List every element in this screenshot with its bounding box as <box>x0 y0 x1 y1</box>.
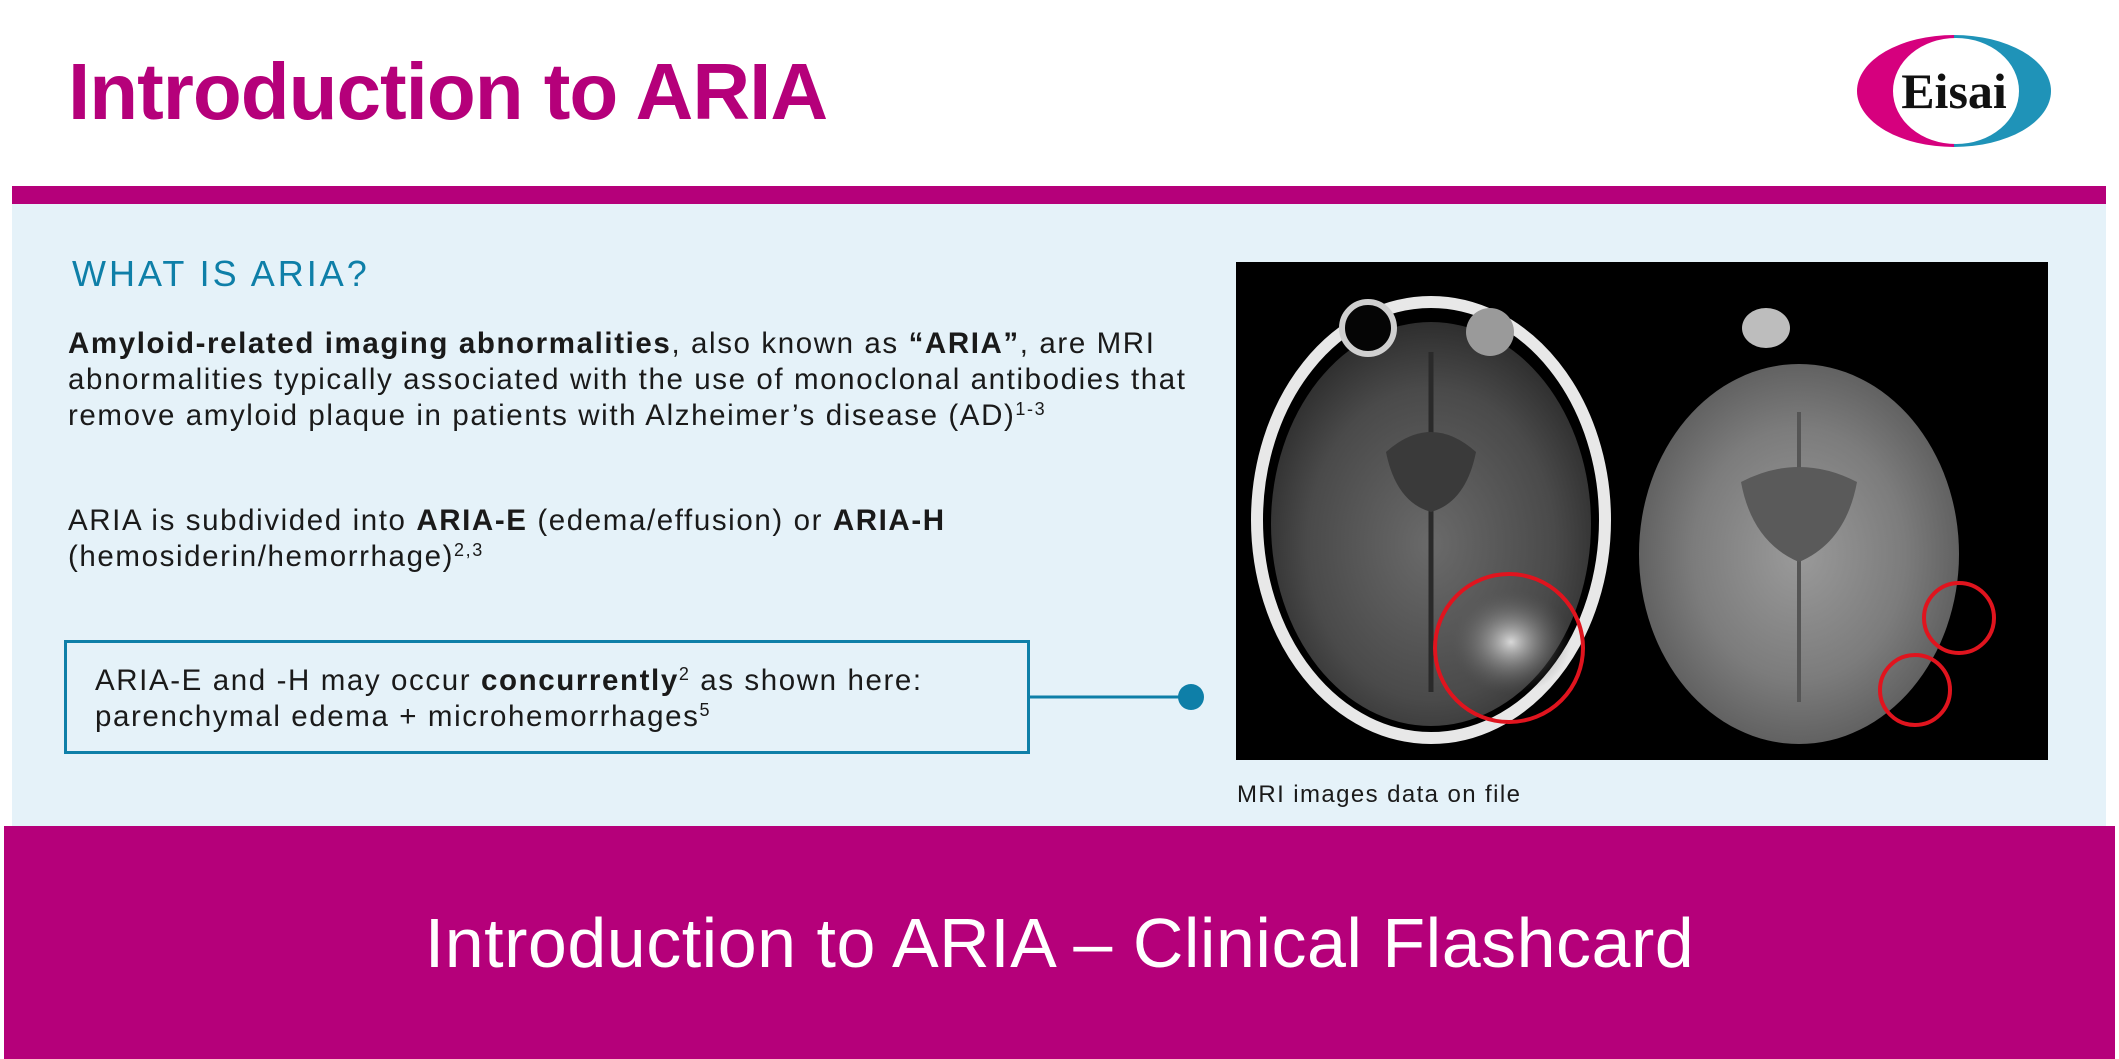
para2-text-c: (hemosiderin/hemorrhage) <box>68 540 455 573</box>
concurrently-term: concurrently <box>480 664 679 697</box>
aria-h-term: ARIA-H <box>832 504 946 537</box>
logo-wordmark: Eisai <box>1901 63 2007 119</box>
edema-highlight-circle <box>1433 572 1585 724</box>
definition-paragraph: Amyloid-related imaging abnormalities, a… <box>68 326 1198 434</box>
subtype-paragraph: ARIA is subdivided into ARIA-E (edema/ef… <box>68 503 1198 575</box>
para1-reference: 1-3 <box>1015 399 1047 419</box>
para1-text-a: , also known as <box>671 327 909 360</box>
connector-dot <box>1178 684 1204 710</box>
footer-title: Introduction to ARIA – Clinical Flashcar… <box>424 903 1695 982</box>
para2-text-a: ARIA is subdivided into <box>68 504 417 537</box>
eisai-logo-graphic <box>1857 35 2051 147</box>
para1-text-b: , are MRI abnormalities typically associ… <box>68 327 1187 432</box>
aria-alias: “ARIA” <box>908 327 1020 360</box>
right-axial-scan <box>1639 308 1996 744</box>
concurrent-callout-box: ARIA-E and -H may occur concurrently2 as… <box>64 640 1030 754</box>
mri-scans <box>1251 296 1996 744</box>
microhemorrhage-highlight-circle-upper <box>1922 581 1996 655</box>
slide-title: Introduction to ARIA <box>68 47 828 136</box>
callout-text: ARIA-E and -H may occur concurrently2 as… <box>95 663 1027 735</box>
callout-reference-1: 2 <box>678 664 691 684</box>
left-axial-scan <box>1251 296 1611 744</box>
eisai-logo: Eisai <box>1855 33 2053 149</box>
para2-reference: 2,3 <box>454 540 484 560</box>
callout-reference-2: 5 <box>699 700 712 720</box>
microhemorrhage-highlight-circle-lower <box>1878 653 1952 727</box>
aria-term: Amyloid-related imaging abnormalities <box>68 327 672 360</box>
footer-banner: Introduction to ARIA – Clinical Flashcar… <box>4 826 2115 1059</box>
header-divider <box>12 186 2106 204</box>
mri-image <box>1236 262 2048 760</box>
image-caption: MRI images data on file <box>1237 781 1522 808</box>
aria-e-term: ARIA-E <box>416 504 528 537</box>
callout-connector <box>1030 684 1204 710</box>
para2-text-b: (edema/effusion) or <box>527 504 833 537</box>
callout-text-b: as shown here: parenchymal edema + micro… <box>95 664 923 733</box>
section-heading: WHAT IS ARIA? <box>72 253 370 294</box>
callout-text-a: ARIA-E and -H may occur <box>95 664 481 697</box>
